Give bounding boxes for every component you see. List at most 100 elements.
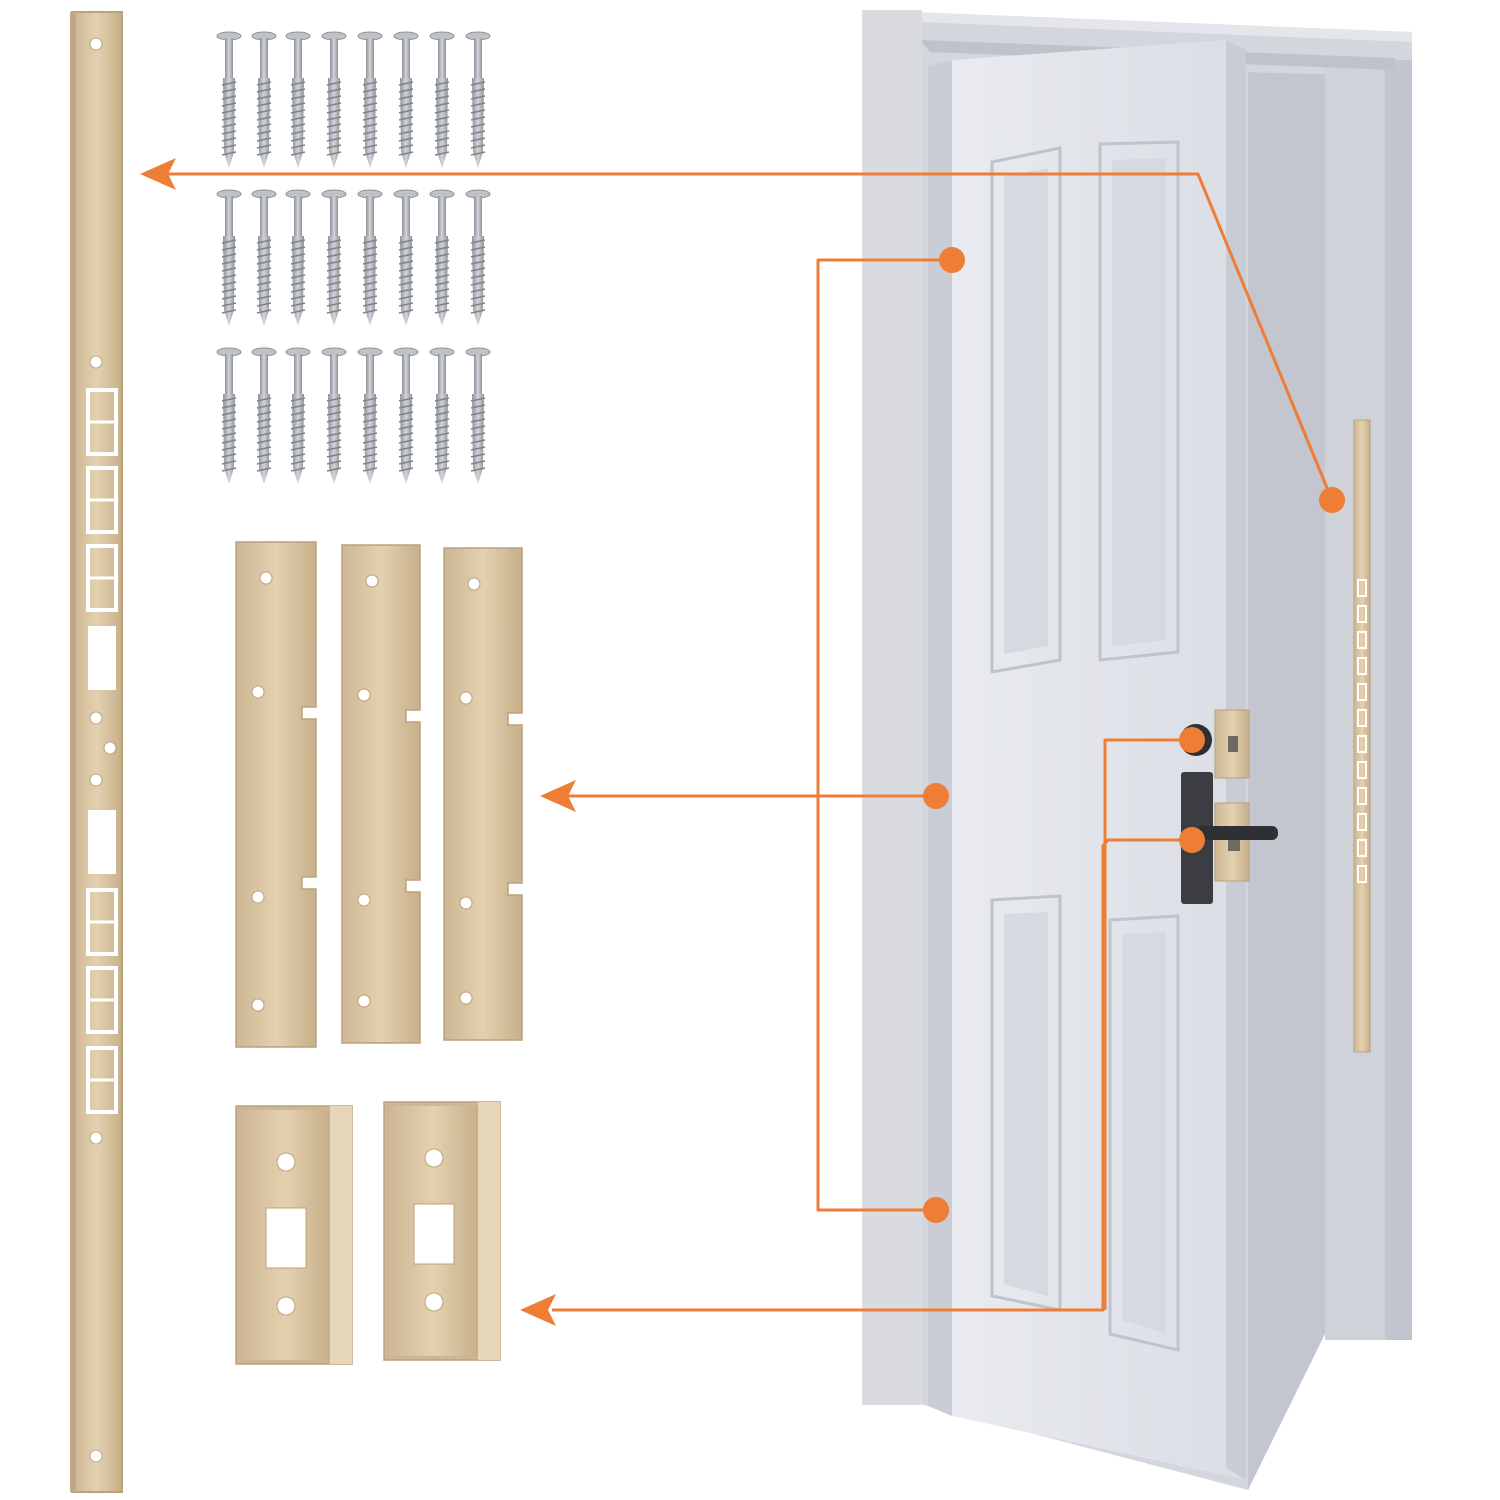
screw-thread (470, 309, 486, 314)
screw (216, 347, 242, 484)
screw-thread (326, 288, 342, 293)
screw-thread (326, 446, 342, 451)
screw-thread (362, 253, 378, 258)
screw-thread (362, 404, 378, 409)
screw-thread (221, 404, 237, 409)
strike-slot (88, 810, 116, 874)
screw-thread (434, 151, 450, 156)
screw-thread (290, 418, 306, 423)
screw-thread (362, 130, 378, 135)
screw-shank (402, 38, 410, 78)
screw-thread (221, 130, 237, 135)
screw-thread (362, 453, 378, 458)
screw-thread (434, 81, 450, 86)
screw-thread (221, 253, 237, 258)
wrap-plate-hole (276, 1296, 296, 1316)
screw-thread (326, 281, 342, 286)
screw (393, 31, 419, 168)
screw-thread (256, 309, 272, 314)
edge-plate-hole (251, 685, 265, 699)
screw-thread (398, 446, 414, 451)
screw-thread (290, 404, 306, 409)
screw-thread (362, 418, 378, 423)
screw (251, 347, 277, 484)
screw-thread (256, 302, 272, 307)
mini-slot (1357, 579, 1367, 597)
door-edge-plates (235, 541, 523, 1048)
screw-thread (434, 411, 450, 416)
edge-plate-hole (357, 688, 371, 702)
screw-thread (470, 432, 486, 437)
screw-shank (438, 196, 446, 236)
screw-thread (434, 302, 450, 307)
screw-thread (326, 102, 342, 107)
mini-slot (1357, 865, 1367, 883)
screw-thread (256, 411, 272, 416)
screw-thread (398, 123, 414, 128)
connector-dot-icon (1179, 827, 1205, 853)
screw-shank (330, 354, 338, 394)
screw-thread (470, 446, 486, 451)
screw-thread (470, 253, 486, 258)
installed-strike-plate (1353, 419, 1371, 1053)
screw-thread (221, 137, 237, 142)
edge-plate-hole (357, 893, 371, 907)
screw-thread (221, 267, 237, 272)
screw-thread (221, 302, 237, 307)
screw-thread (362, 123, 378, 128)
mini-slot (1357, 813, 1367, 831)
screw-thread (290, 253, 306, 258)
edge-plate-hole (459, 896, 473, 910)
screw-thread (398, 137, 414, 142)
screw-thread (434, 102, 450, 107)
screw-thread (221, 453, 237, 458)
screw-thread (256, 116, 272, 121)
door-panels (990, 140, 1180, 1352)
screw-thread (256, 239, 272, 244)
screw (251, 31, 277, 168)
screw-thread (221, 288, 237, 293)
screw-thread (326, 267, 342, 272)
screw-thread (434, 309, 450, 314)
door-assembly (862, 10, 1412, 1490)
screw-thread (256, 130, 272, 135)
mini-slot (1357, 761, 1367, 779)
screw-shank (225, 38, 233, 78)
mini-slot (1357, 787, 1367, 805)
strike-slot (88, 626, 116, 690)
screw-thread (398, 302, 414, 307)
screw-thread (470, 267, 486, 272)
screw-shank (260, 196, 268, 236)
door-leaf (928, 40, 1246, 1480)
screw-thread (398, 88, 414, 93)
screw-shank (366, 196, 374, 236)
screw-thread (398, 404, 414, 409)
screw-thread (470, 404, 486, 409)
screw-thread (434, 453, 450, 458)
screw-thread (398, 281, 414, 286)
screw-thread (362, 88, 378, 93)
mini-slot (1357, 839, 1367, 857)
screw-thread (362, 295, 378, 300)
screw-thread (362, 246, 378, 251)
screw-thread (398, 116, 414, 121)
lock-hardware (1180, 709, 1278, 904)
screw-thread (470, 418, 486, 423)
screw-thread (290, 123, 306, 128)
screw-thread (470, 425, 486, 430)
screw-thread (398, 246, 414, 251)
installed-strike-slots (1357, 579, 1367, 883)
screw-thread (470, 137, 486, 142)
wrap-plate-slot (413, 1203, 455, 1265)
screw-thread (326, 432, 342, 437)
screw-thread (362, 446, 378, 451)
screw-thread (256, 453, 272, 458)
screw-thread (434, 281, 450, 286)
screw-thread (470, 246, 486, 251)
screw-thread (290, 425, 306, 430)
screw (393, 347, 419, 484)
screw-thread (256, 81, 272, 86)
screw-shank (225, 354, 233, 394)
edge-plate-hole (459, 991, 473, 1005)
